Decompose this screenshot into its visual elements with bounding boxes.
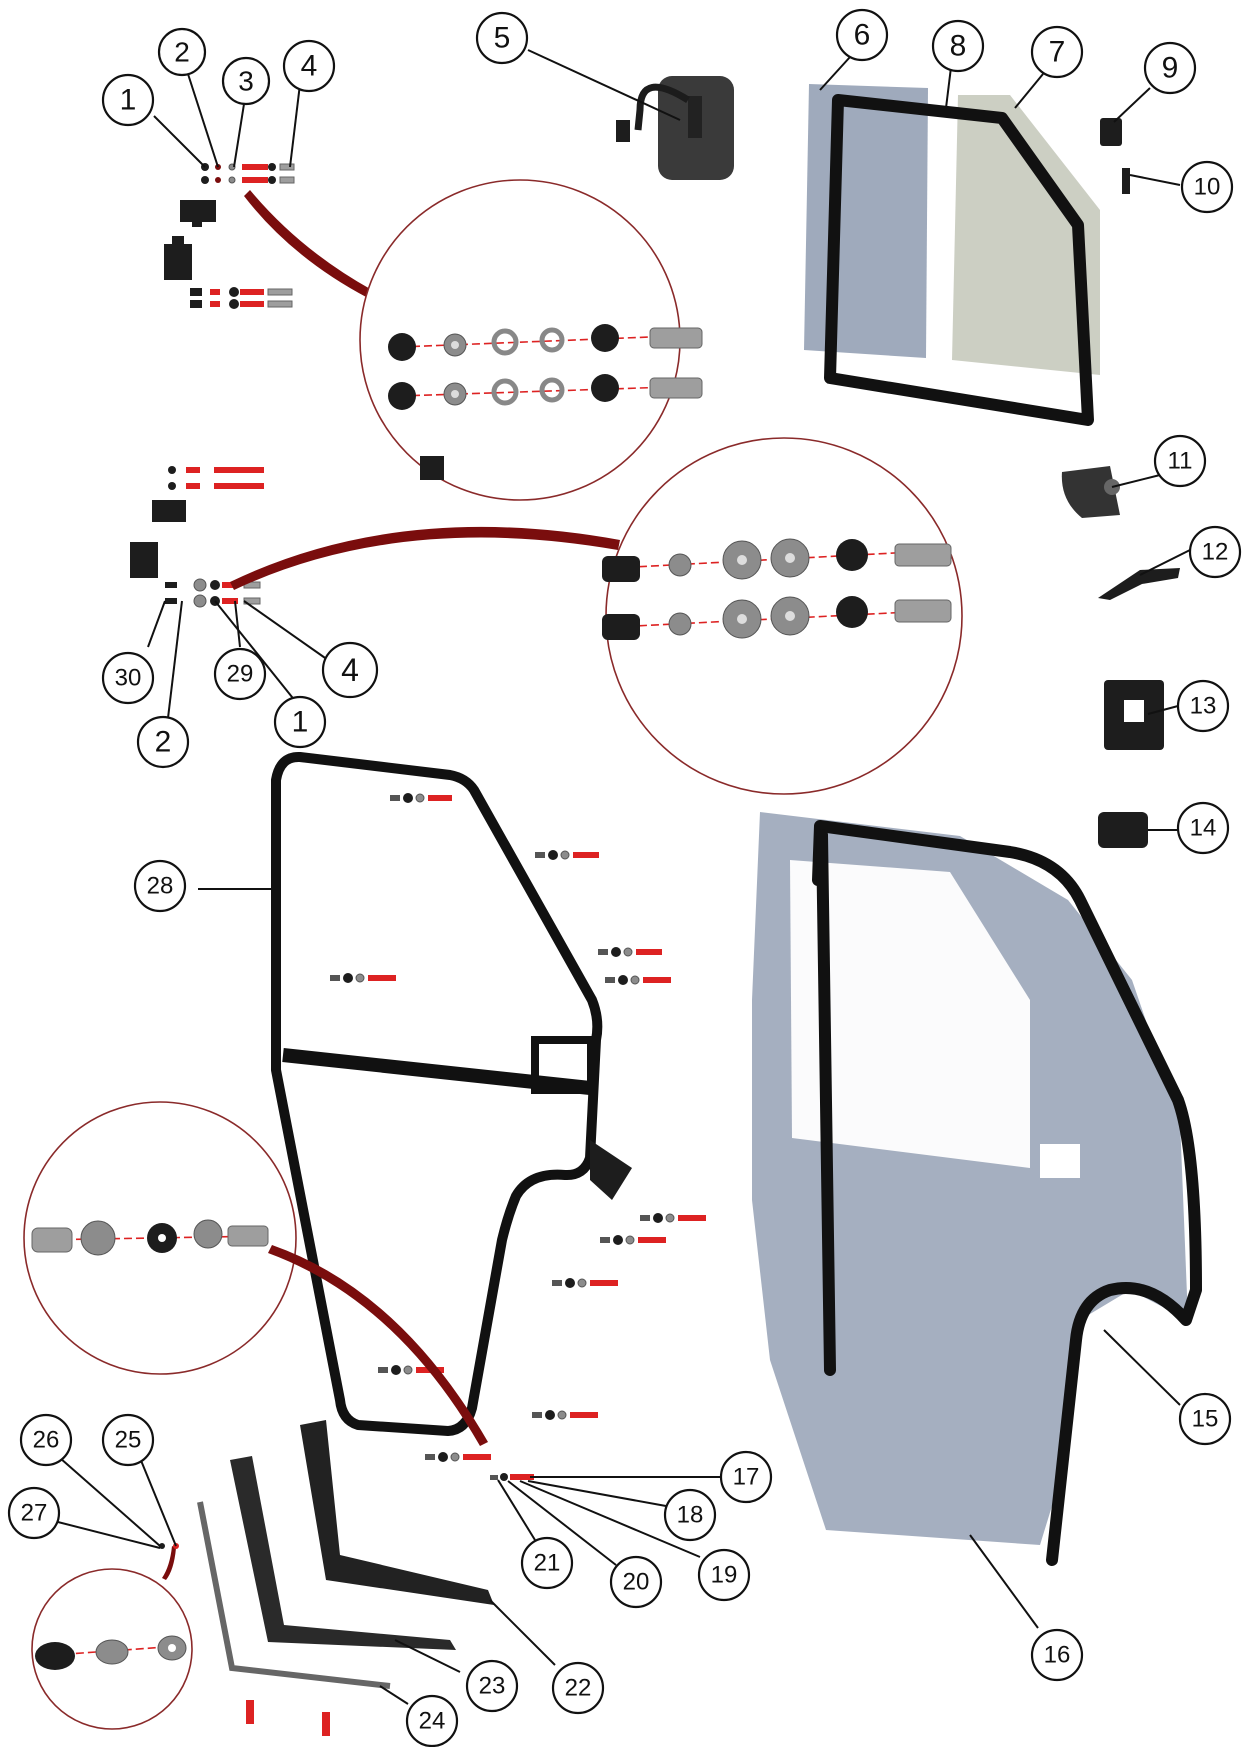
callout-label: 22 [565, 1675, 592, 1702]
callout-label: 25 [115, 1427, 142, 1454]
callout-label: 2 [155, 726, 172, 759]
callout-label: 12 [1202, 539, 1229, 566]
callout-label: 4 [341, 652, 359, 688]
callout-label: 6 [854, 19, 871, 52]
callout-15: 15 [1178, 1392, 1232, 1446]
callout-label: 28 [147, 873, 174, 900]
callout-label: 18 [677, 1502, 704, 1529]
callout-5: 5 [475, 11, 529, 65]
upper-hinge-assembly [164, 163, 372, 309]
callout-label: 29 [227, 661, 254, 688]
zoom-detail-frame-fastener [23, 1101, 488, 1446]
callout-9: 9 [1143, 41, 1197, 95]
callout-label: 11 [1168, 448, 1193, 475]
callout-label: 20 [623, 1569, 650, 1596]
callout-label: 10 [1194, 174, 1221, 201]
callout-label: 21 [534, 1550, 561, 1577]
side-mirror [616, 76, 734, 180]
callout-label: 13 [1190, 693, 1217, 720]
door-glass-panel [752, 812, 1188, 1545]
callout-2-upper: 2 [157, 27, 207, 77]
callout-12: 12 [1188, 525, 1242, 579]
callout-label: 17 [733, 1464, 760, 1491]
callout-label: 27 [21, 1500, 48, 1527]
callout-label: 3 [238, 66, 254, 97]
callout-17: 17 [719, 1450, 773, 1504]
callout-28: 28 [133, 859, 187, 913]
callout-4-lower: 4 [321, 641, 379, 699]
callout-30: 30 [101, 651, 155, 705]
callout-27: 27 [7, 1486, 61, 1540]
door-frame [271, 752, 632, 1436]
door-seal [812, 820, 1202, 1566]
callout-6: 6 [835, 8, 889, 62]
zoom-detail-lower-hardware [602, 437, 963, 795]
callout-label: 4 [301, 50, 318, 83]
callout-3: 3 [221, 56, 271, 106]
zoom-detail-trim-fastener [31, 1543, 193, 1730]
callout-16: 16 [1030, 1628, 1084, 1682]
callout-label: 24 [419, 1708, 446, 1735]
callout-label: 23 [479, 1673, 506, 1700]
callout-leaders [49, 49, 1191, 1705]
sliding-window-assembly [804, 84, 1100, 426]
callout-13: 13 [1176, 679, 1230, 733]
callout-19: 19 [697, 1548, 751, 1602]
callout-label: 16 [1044, 1642, 1071, 1669]
callout-8: 8 [931, 19, 985, 73]
callout-1-lower: 1 [273, 695, 327, 749]
callout-label: 15 [1192, 1406, 1219, 1433]
callout-29: 29 [213, 647, 267, 701]
callout-2-lower: 2 [136, 715, 190, 769]
door-frame-fasteners [330, 793, 706, 1481]
callout-label: 30 [115, 665, 142, 692]
callout-label: 8 [950, 30, 967, 63]
callout-24: 24 [405, 1694, 459, 1747]
callout-21: 21 [520, 1536, 574, 1590]
callout-22: 22 [551, 1661, 605, 1715]
callout-label: 1 [120, 84, 137, 117]
callout-11: 11 [1153, 434, 1207, 488]
callout-7: 7 [1030, 25, 1084, 79]
callout-23: 23 [465, 1659, 519, 1713]
lower-trim-panels [197, 1420, 494, 1736]
callout-label: 1 [292, 706, 309, 739]
door-handle-parts [1061, 466, 1180, 848]
callout-26: 26 [19, 1413, 73, 1467]
callout-10: 10 [1180, 160, 1234, 214]
callout-label: 7 [1049, 36, 1066, 69]
callout-label: 14 [1190, 815, 1217, 842]
callout-label: 5 [494, 22, 511, 55]
callout-label: 9 [1162, 52, 1179, 85]
callout-1-upper: 1 [101, 73, 155, 127]
callout-14: 14 [1176, 801, 1230, 855]
callout-label: 26 [33, 1427, 60, 1454]
callout-25: 25 [101, 1413, 155, 1467]
latch-clip-parts [1100, 118, 1130, 194]
callout-label: 19 [711, 1562, 738, 1589]
zoom-detail-upper-hardware [359, 179, 703, 501]
callout-label: 2 [174, 37, 190, 68]
callout-18: 18 [663, 1488, 717, 1542]
callout-4-upper: 4 [282, 39, 336, 93]
callout-20: 20 [609, 1555, 663, 1609]
